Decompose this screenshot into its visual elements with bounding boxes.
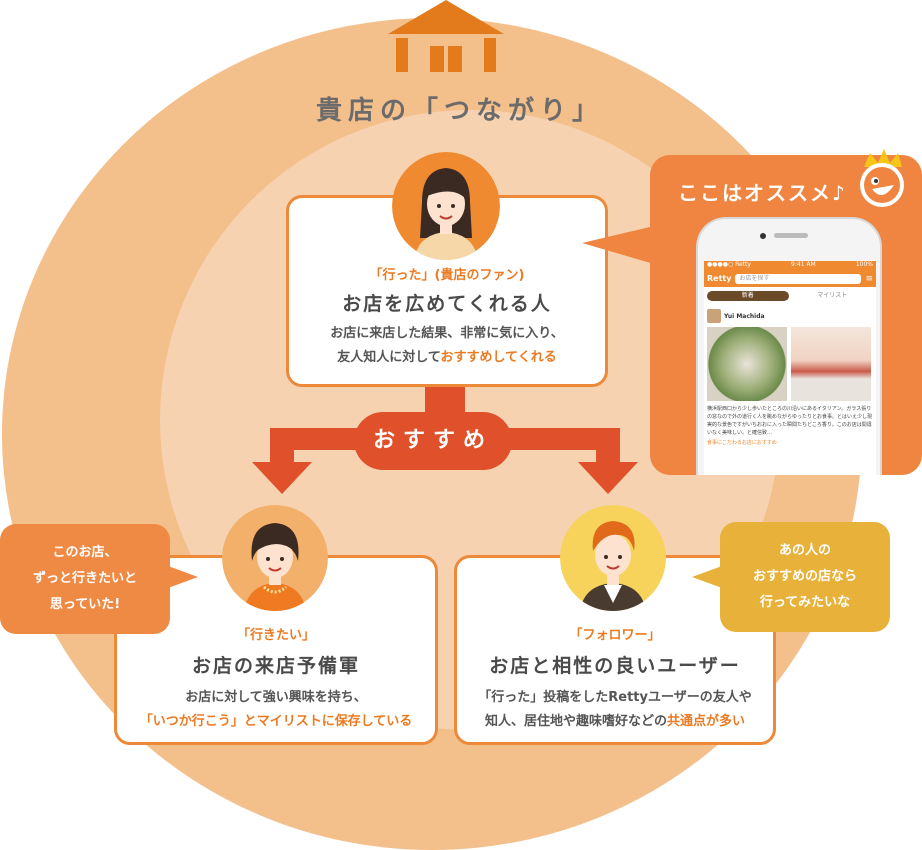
follower-avatar (560, 505, 666, 611)
crown-mascot-icon (860, 149, 904, 207)
follower-tag: 「フォロワー」 (569, 628, 661, 643)
wish-desc-line1: お店に対して強い興味を持ち、 (185, 690, 367, 705)
post-user-name[interactable]: Yui Machida (724, 312, 765, 320)
follower-bubble-tail (692, 566, 722, 588)
connector-left-drop (270, 428, 294, 468)
tab-mylist[interactable]: マイリスト (817, 292, 848, 299)
recommend-panel-label: ここはオススメ♪ (678, 181, 847, 205)
post-photos (704, 327, 876, 401)
fan-desc-highlight: おすすめしてくれる (440, 350, 557, 365)
follower-bubble-line1: あの人の (778, 543, 831, 558)
fan-desc-line1: お店に来店した結果、非常に気に入り、 (330, 326, 564, 341)
tab-new[interactable]: 新着 (707, 291, 789, 301)
wish-heading: お店の来店予備軍 (191, 655, 360, 677)
follower-bubble-line3: 行ってみたいな (759, 595, 851, 610)
wish-bubble-line1: このお店、 (52, 545, 118, 560)
wish-tag: 「行きたい」 (236, 628, 315, 643)
phone-screen: ●●●●○ Retty 9:41 AM 100% Retty お店を探す ≡ 新… (704, 261, 876, 475)
fan-desc-plain: 友人知人に対して (337, 350, 441, 365)
page-title: 貴店の「つながり」 (315, 96, 604, 126)
phone-status-bar: ●●●●○ Retty 9:41 AM 100% (704, 261, 876, 270)
fan-tag: 「行った」(貴店のファン) (369, 268, 525, 283)
house-icon (388, 0, 504, 72)
phone-time: 9:41 AM (791, 261, 816, 268)
phone-carrier: ●●●●○ Retty (707, 261, 751, 268)
fan-heading: お店を広めてくれる人 (342, 293, 552, 315)
phone-speaker (774, 233, 808, 238)
wish-bubble-line2: ずっと行きたいと (32, 571, 137, 586)
phone-panel-tail (582, 226, 654, 264)
post-user-row: Yui Machida (704, 305, 876, 327)
recommend-label: おすすめ (354, 412, 512, 470)
menu-icon[interactable]: ≡ (865, 273, 873, 284)
fan-description: お店に来店した結果、非常に気に入り、 友人知人に対しておすすめしてくれる (289, 322, 605, 370)
post-photo-1[interactable] (707, 327, 787, 401)
app-search-input[interactable]: お店を探す (735, 273, 862, 284)
user-avatar[interactable] (707, 309, 721, 323)
arrow-down-right-icon (578, 462, 638, 494)
fan-avatar (392, 152, 500, 260)
wish-bubble-tail (168, 566, 198, 588)
wish-desc-highlight: 「いつか行こう」とマイリストに保存している (139, 714, 413, 729)
follower-bubble-line2: おすすめの店なら (752, 569, 857, 584)
post-text: 横浜駅西口から少し歩いたところの川沿いにあるイタリアン。ガラス張りの窓なので外の… (707, 406, 873, 436)
phone-mockup: ●●●●○ Retty 9:41 AM 100% Retty お店を探す ≡ 新… (696, 217, 882, 475)
follower-desc-line2: 知人、居住地や趣味嗜好などの共通点が多い (457, 710, 773, 734)
follower-desc-plain: 知人、居住地や趣味嗜好などの (484, 714, 667, 729)
wish-description: お店に対して強い興味を持ち、 「いつか行こう」とマイリストに保存している (117, 686, 435, 734)
follower-desc-line1: 「行った」投稿をしたRettyユーザーの友人や (478, 690, 752, 705)
phone-app-header: Retty お店を探す ≡ (704, 270, 876, 287)
follower-desc-highlight: 共通点が多い (667, 714, 746, 729)
connector-vertical (425, 385, 465, 415)
connector-right-drop (596, 428, 620, 468)
recommend-panel: ここはオススメ♪ ●●●●○ Retty 9:41 AM 100% Retty … (650, 149, 922, 475)
phone-battery: 100% (855, 261, 873, 268)
wish-avatar (222, 505, 328, 611)
follower-heading: お店と相性の良いユーザー (489, 655, 741, 677)
phone-camera-icon (760, 233, 766, 239)
follower-speech-bubble: あの人の おすすめの店なら 行ってみたいな (720, 522, 890, 632)
wish-bubble-line3: 思っていた! (49, 597, 121, 612)
fan-desc-line2: 友人知人に対しておすすめしてくれる (289, 346, 605, 370)
post-photo-2[interactable] (791, 327, 871, 401)
follower-description: 「行った」投稿をしたRettyユーザーの友人や 知人、居住地や趣味嗜好などの共通… (457, 686, 773, 734)
post-link[interactable]: 食事にこだわるお店におすすめ (707, 440, 777, 446)
phone-tabs: 新着 マイリスト (704, 287, 876, 305)
app-logo: Retty (707, 274, 732, 283)
arrow-down-left-icon (252, 462, 312, 494)
wish-speech-bubble: このお店、 ずっと行きたいと 思っていた! (0, 524, 170, 634)
